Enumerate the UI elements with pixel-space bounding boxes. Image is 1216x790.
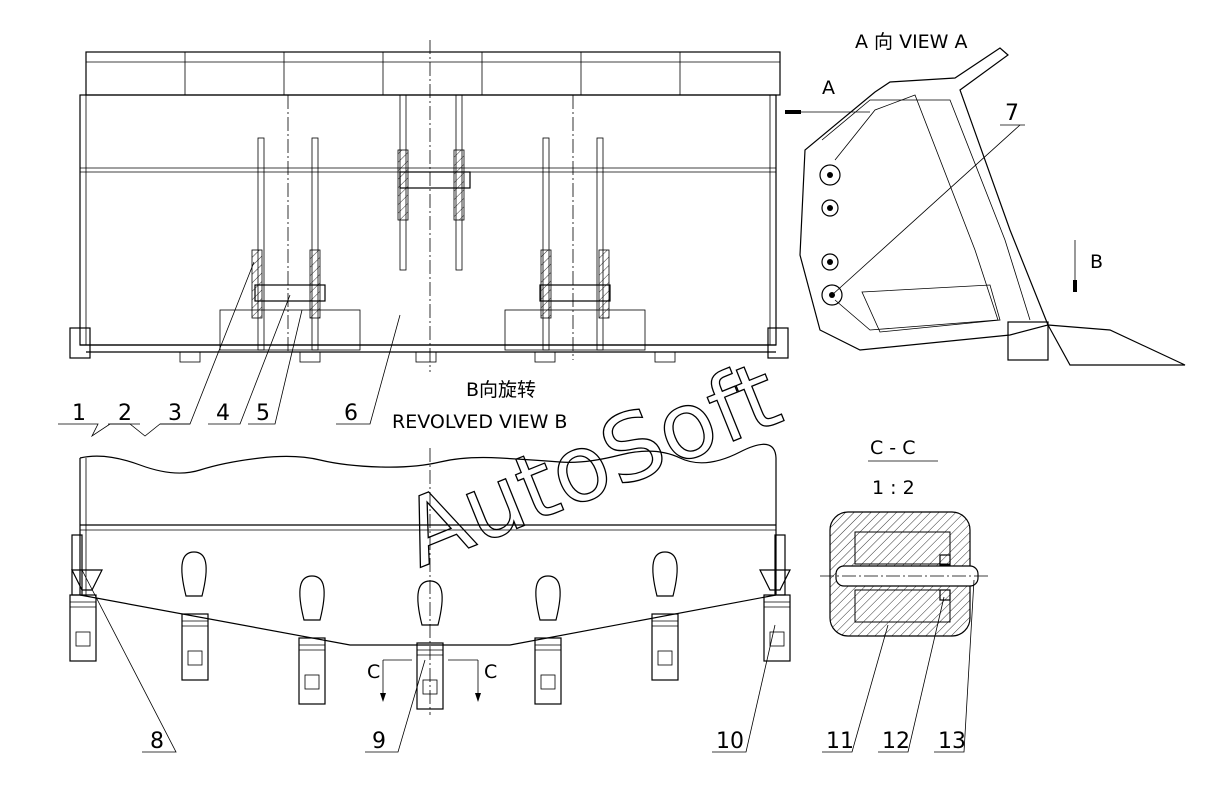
- arrow-c-left-label: C: [367, 661, 380, 683]
- front-view: [69, 40, 789, 372]
- part-label: 5: [256, 401, 270, 426]
- tooth-assembly: [651, 551, 679, 681]
- tooth-assembly: [534, 575, 562, 705]
- section-scale: 1 : 2: [872, 477, 915, 499]
- part-label: 1: [72, 401, 86, 426]
- part-label: 10: [716, 729, 744, 754]
- part-label: 3: [168, 401, 182, 426]
- tooth-assembly: [298, 575, 326, 705]
- part-label: 7: [1005, 101, 1019, 126]
- arrow-b-label: B: [1090, 251, 1103, 273]
- part-label: 12: [882, 729, 910, 754]
- part-label: 8: [150, 729, 164, 754]
- view-a-title: A 向 VIEW A: [855, 31, 968, 53]
- watermark-logo: AutoSoft: [388, 341, 794, 588]
- section-c-c: [820, 460, 990, 637]
- revolved-view-b: [69, 443, 791, 715]
- side-view: [785, 47, 1186, 366]
- tooth-assembly: [416, 580, 444, 710]
- arrow-a-label: A: [822, 77, 835, 99]
- part-label: 2: [118, 401, 132, 426]
- part-label: 11: [826, 729, 854, 754]
- arrow-c-right-label: C: [484, 661, 497, 683]
- section-title: C - C: [870, 437, 915, 459]
- part-label: 13: [938, 729, 966, 754]
- view-b-title-cn: B向旋转: [466, 379, 536, 401]
- part-label: 6: [344, 401, 358, 426]
- view-b-title-en: REVOLVED VIEW B: [392, 411, 567, 433]
- annotations: A 向 VIEW A A B B向旋转 REVOLVED VIEW B C C …: [72, 31, 1103, 754]
- tooth-assembly: [759, 569, 791, 662]
- leader-lines: [58, 261, 975, 753]
- part-label: 4: [216, 401, 230, 426]
- tooth-assembly: [181, 551, 209, 681]
- part-label: 9: [372, 729, 386, 754]
